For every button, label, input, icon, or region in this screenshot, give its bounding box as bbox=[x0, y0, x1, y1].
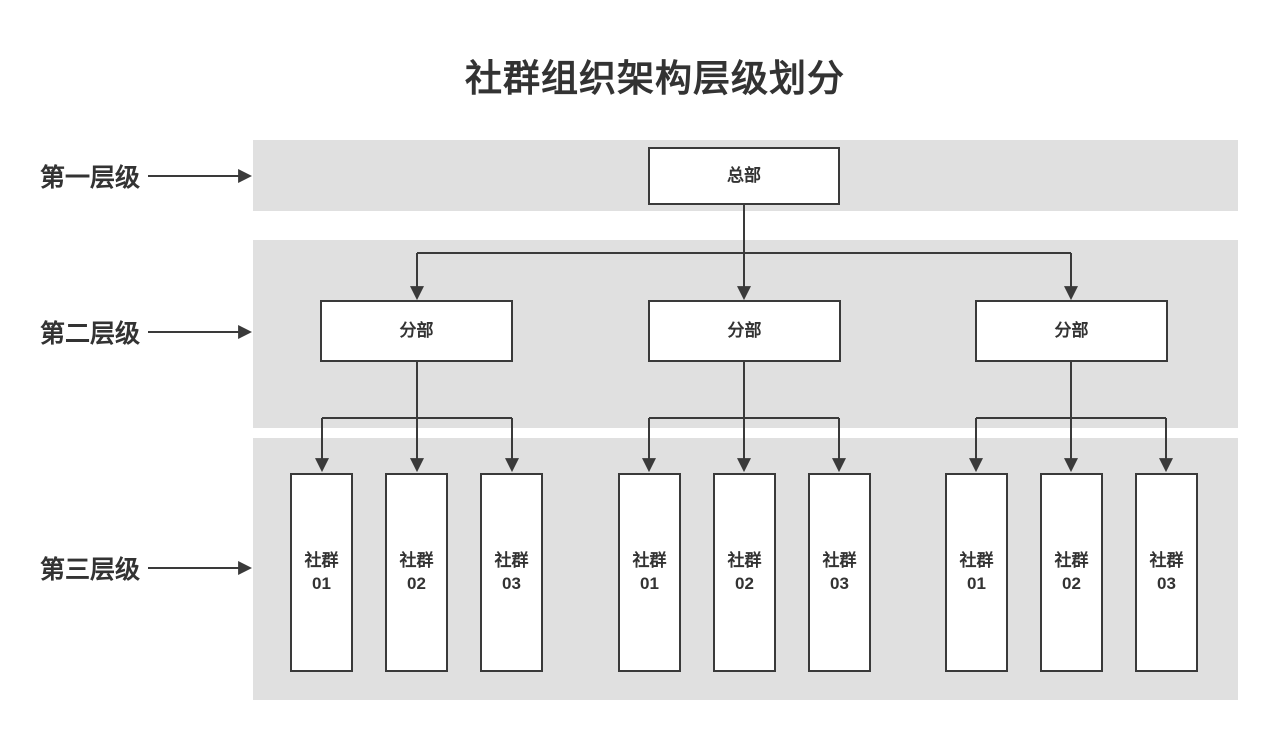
diagram-title: 社群组织架构层级划分 bbox=[465, 58, 845, 99]
community-box-4-number: 01 bbox=[640, 573, 659, 593]
community-box-2-label: 社群 bbox=[399, 550, 434, 570]
branch-box-3-label: 分部 bbox=[1054, 320, 1089, 340]
community-box-7-number: 01 bbox=[967, 573, 986, 593]
community-box-6-number: 03 bbox=[830, 573, 849, 593]
branch-box-1-label: 分部 bbox=[399, 320, 434, 340]
community-box-7-label: 社群 bbox=[959, 550, 994, 570]
community-box-1-label: 社群 bbox=[304, 550, 339, 570]
community-box-2-number: 02 bbox=[407, 573, 426, 593]
level-1-label: 第一层级 bbox=[40, 164, 141, 192]
community-box-5-label: 社群 bbox=[727, 550, 762, 570]
branch-box-2: 分部 bbox=[648, 300, 841, 362]
community-box-4-label: 社群 bbox=[632, 550, 667, 570]
community-box-4: 社群 01 bbox=[618, 473, 681, 672]
community-box-9-number: 03 bbox=[1157, 573, 1176, 593]
community-box-9-label: 社群 bbox=[1149, 550, 1184, 570]
hq-box-label: 总部 bbox=[727, 165, 761, 185]
community-box-6-label: 社群 bbox=[822, 550, 857, 570]
community-box-1: 社群 01 bbox=[290, 473, 353, 672]
community-box-1-number: 01 bbox=[312, 573, 331, 593]
community-box-9: 社群 03 bbox=[1135, 473, 1198, 672]
community-box-5-number: 02 bbox=[735, 573, 754, 593]
community-box-8: 社群 02 bbox=[1040, 473, 1103, 672]
hq-box: 总部 bbox=[648, 147, 840, 205]
community-box-2: 社群 02 bbox=[385, 473, 448, 672]
level-3-label: 第三层级 bbox=[40, 556, 141, 584]
community-box-5: 社群 02 bbox=[713, 473, 776, 672]
community-box-3: 社群 03 bbox=[480, 473, 543, 672]
branch-box-2-label: 分部 bbox=[727, 320, 762, 340]
community-box-3-number: 03 bbox=[502, 573, 521, 593]
community-box-3-label: 社群 bbox=[494, 550, 529, 570]
level-2-label: 第二层级 bbox=[40, 320, 141, 348]
community-box-7: 社群 01 bbox=[945, 473, 1008, 672]
branch-box-3: 分部 bbox=[975, 300, 1168, 362]
community-box-8-number: 02 bbox=[1062, 573, 1081, 593]
community-box-8-label: 社群 bbox=[1054, 550, 1089, 570]
branch-box-1: 分部 bbox=[320, 300, 513, 362]
community-box-6: 社群 03 bbox=[808, 473, 871, 672]
